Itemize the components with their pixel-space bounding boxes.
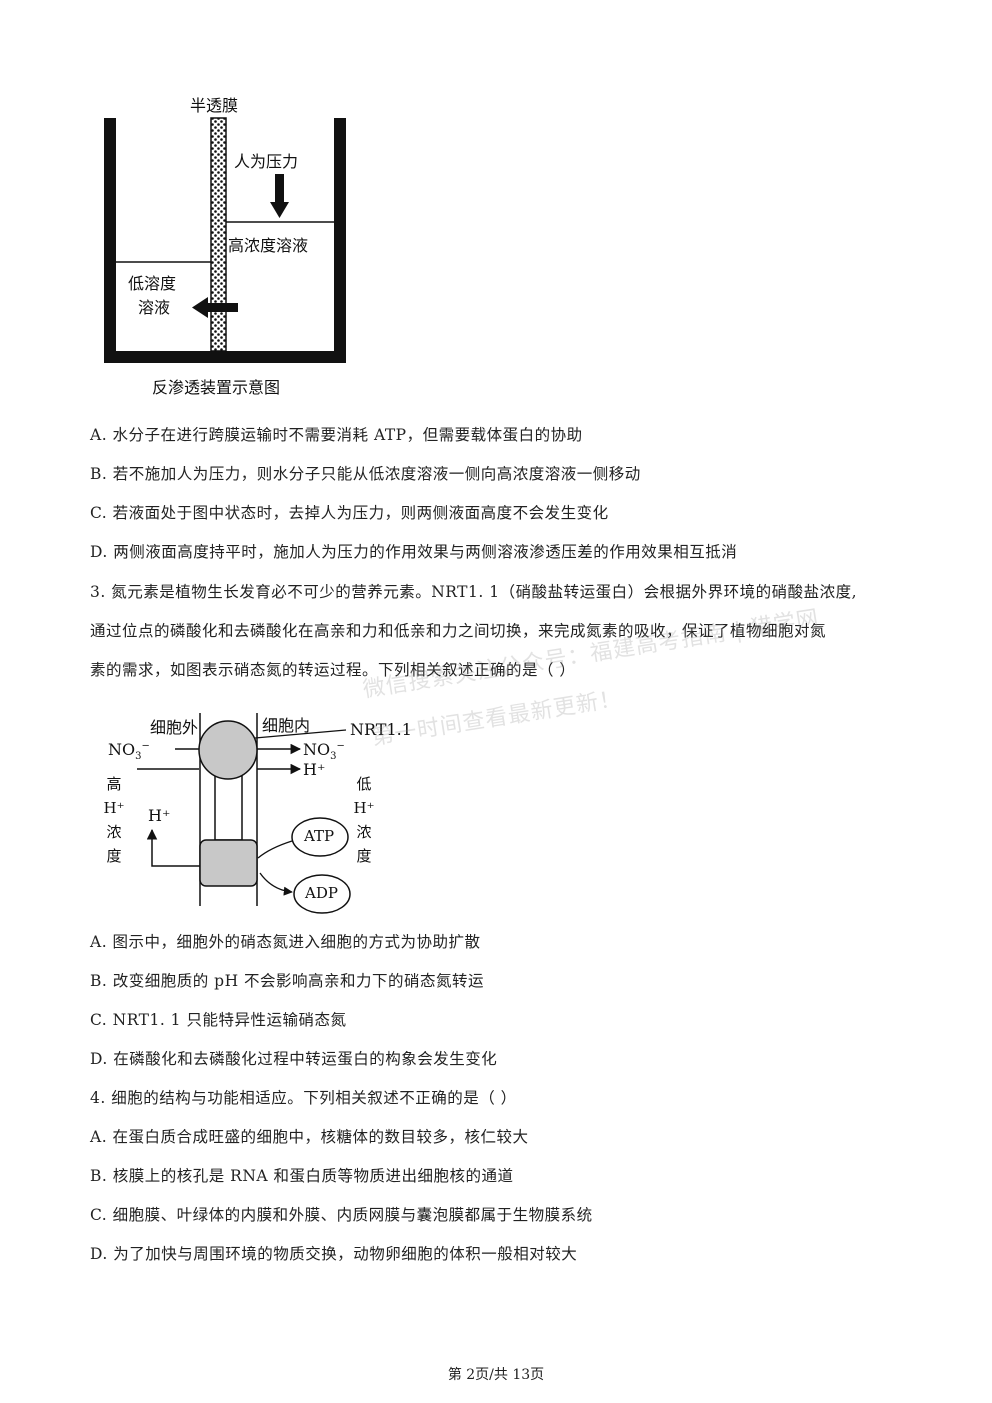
no3-inside-sup: − bbox=[336, 740, 345, 752]
nrt-transport-diagram bbox=[137, 713, 351, 914]
membrane-label: 半透膜 bbox=[190, 96, 239, 115]
low-concentration-label-1: 低溶度 bbox=[128, 274, 177, 293]
high-col-3: 浓 bbox=[106, 823, 122, 841]
q2-option-b: B. 若不施加人为压力，则水分子只能从低浓度溶液一侧向高浓度溶液一侧移动 bbox=[90, 465, 641, 483]
low-col-3: 浓 bbox=[356, 823, 372, 841]
q4-option-c: C. 细胞膜、叶绿体的内膜和外膜、内质网膜与囊泡膜都属于生物膜系统 bbox=[90, 1206, 593, 1224]
low-col-4: 度 bbox=[356, 847, 372, 865]
q2-option-d: D. 两侧液面高度持平时，施加人为压力的作用效果与两侧溶液渗透压差的作用效果相互… bbox=[90, 543, 738, 561]
nrt-protein-circle bbox=[198, 720, 258, 780]
adp-label: ADP bbox=[305, 884, 338, 902]
q3-stem-line-2: 通过位点的磷酸化和去磷酸化在高亲和力和低亲和力之间切换，来完成氮素的吸收，保证了… bbox=[90, 622, 827, 640]
reverse-osmosis-diagram bbox=[104, 117, 346, 363]
no3-inside-label: NO3− bbox=[303, 740, 345, 762]
figure-reverse-osmosis: 半透膜 人为压力 高浓度溶液 低溶度 溶液 反渗透装置示意图 bbox=[100, 90, 360, 410]
low-concentration-label-2: 溶液 bbox=[138, 298, 171, 317]
adp-ellipse bbox=[293, 874, 351, 914]
inside-cell-label: 细胞内 bbox=[262, 716, 311, 735]
high-col-1: 高 bbox=[106, 775, 122, 793]
q3-stem-line-1: 3. 氮元素是植物生长发育必不可少的营养元素。NRT1. 1（硝酸盐转运蛋白）会… bbox=[90, 583, 858, 601]
q3-option-c: C. NRT1. 1 只能特异性运输硝态氮 bbox=[90, 1011, 347, 1029]
q3-stem-line-3: 素的需求，如图表示硝态氮的转运过程。下列相关叙述正确的是（ ） bbox=[90, 661, 576, 679]
q3-option-b: B. 改变细胞质的 pH 不会影响高亲和力下的硝态氮转运 bbox=[90, 972, 485, 990]
high-col-4: 度 bbox=[106, 847, 122, 865]
atp-label: ATP bbox=[304, 827, 335, 845]
q4-option-d: D. 为了加快与周围环境的物质交换，动物卵细胞的体积一般相对较大 bbox=[90, 1245, 578, 1263]
high-col-2: H⁺ bbox=[103, 799, 125, 817]
nrt-label: NRT1.1 bbox=[350, 720, 412, 739]
atp-ellipse bbox=[291, 817, 349, 857]
high-h-column: 高 H⁺ 浓 度 bbox=[102, 772, 126, 868]
q4-option-a: A. 在蛋白质合成旺盛的细胞中，核糖体的数目较多，核仁较大 bbox=[90, 1128, 529, 1146]
low-h-column: 低 H⁺ 浓 度 bbox=[352, 772, 376, 868]
q3-option-d: D. 在磷酸化和去磷酸化过程中转运蛋白的构象会发生变化 bbox=[90, 1050, 498, 1068]
outside-cell-label: 细胞外 bbox=[150, 718, 199, 737]
high-concentration-label: 高浓度溶液 bbox=[228, 236, 309, 255]
proton-pump-box bbox=[199, 839, 258, 887]
q2-option-a: A. 水分子在进行跨膜运输时不需要消耗 ATP，但需要载体蛋白的协助 bbox=[90, 426, 583, 444]
pressure-label: 人为压力 bbox=[234, 152, 299, 171]
q2-option-c: C. 若液面处于图中状态时，去掉人为压力，则两侧液面高度不会发生变化 bbox=[90, 504, 609, 522]
h-loop-label: H⁺ bbox=[148, 806, 171, 825]
low-col-2: H⁺ bbox=[353, 799, 375, 817]
q3-option-a: A. 图示中，细胞外的硝态氮进入细胞的方式为协助扩散 bbox=[90, 933, 481, 951]
q4-stem: 4. 细胞的结构与功能相适应。下列相关叙述不正确的是（ ） bbox=[90, 1089, 517, 1107]
h-inside-label: H⁺ bbox=[303, 760, 326, 779]
page-footer: 第 2页/共 13页 bbox=[447, 1367, 545, 1383]
no3-outside-sub: 3 bbox=[135, 751, 142, 763]
no3-outside-text: NO bbox=[108, 740, 136, 759]
no3-inside-text: NO bbox=[303, 740, 331, 759]
no3-outside-label: NO3− bbox=[108, 740, 150, 762]
figure-nrt-transport: 细胞外 细胞内 NRT1.1 NO3− NO3− H⁺ H⁺ 高 H⁺ 浓 度 … bbox=[100, 708, 420, 918]
no3-inside-sub: 3 bbox=[330, 751, 337, 763]
q4-option-b: B. 核膜上的核孔是 RNA 和蛋白质等物质进出细胞核的通道 bbox=[90, 1167, 514, 1185]
no3-outside-sup: − bbox=[141, 740, 150, 752]
figure1-caption: 反渗透装置示意图 bbox=[152, 378, 281, 397]
semipermeable-membrane bbox=[210, 117, 227, 352]
low-col-1: 低 bbox=[356, 775, 372, 793]
